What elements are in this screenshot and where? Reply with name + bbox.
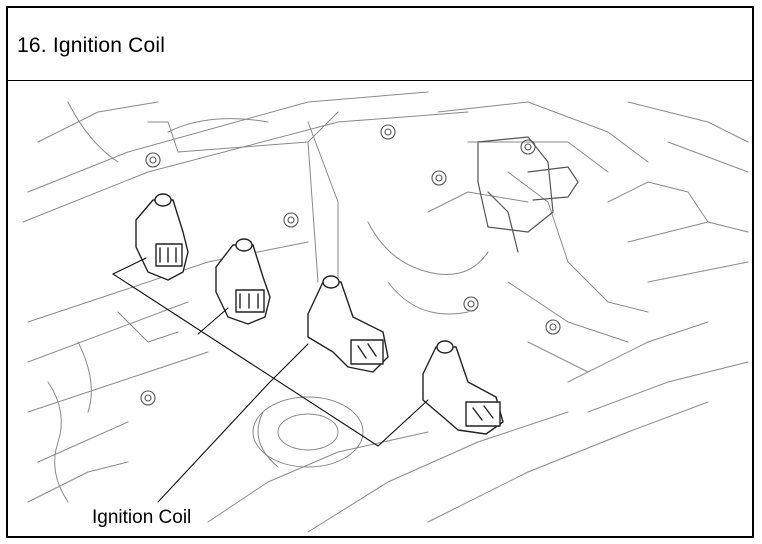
engine-background-lines	[22, 91, 749, 533]
callout-leader-lines	[112, 257, 429, 503]
diagram-header: 16. Ignition Coil	[8, 8, 752, 81]
upper-right-component	[477, 136, 579, 253]
engine-line-drawing	[22, 91, 749, 533]
ignition-coil-2	[215, 238, 271, 325]
ignition-coil-1	[135, 193, 189, 281]
bolt-heads	[140, 124, 561, 406]
ignition-coil-callout-label: Ignition Coil	[92, 507, 192, 528]
ignition-coil-4	[422, 340, 504, 435]
diagram-frame: 16. Ignition Coil	[6, 6, 754, 538]
engine-illustration: Ignition Coil	[8, 82, 752, 536]
page-title: 16. Ignition Coil	[17, 34, 166, 57]
ignition-coil-3	[307, 275, 389, 373]
